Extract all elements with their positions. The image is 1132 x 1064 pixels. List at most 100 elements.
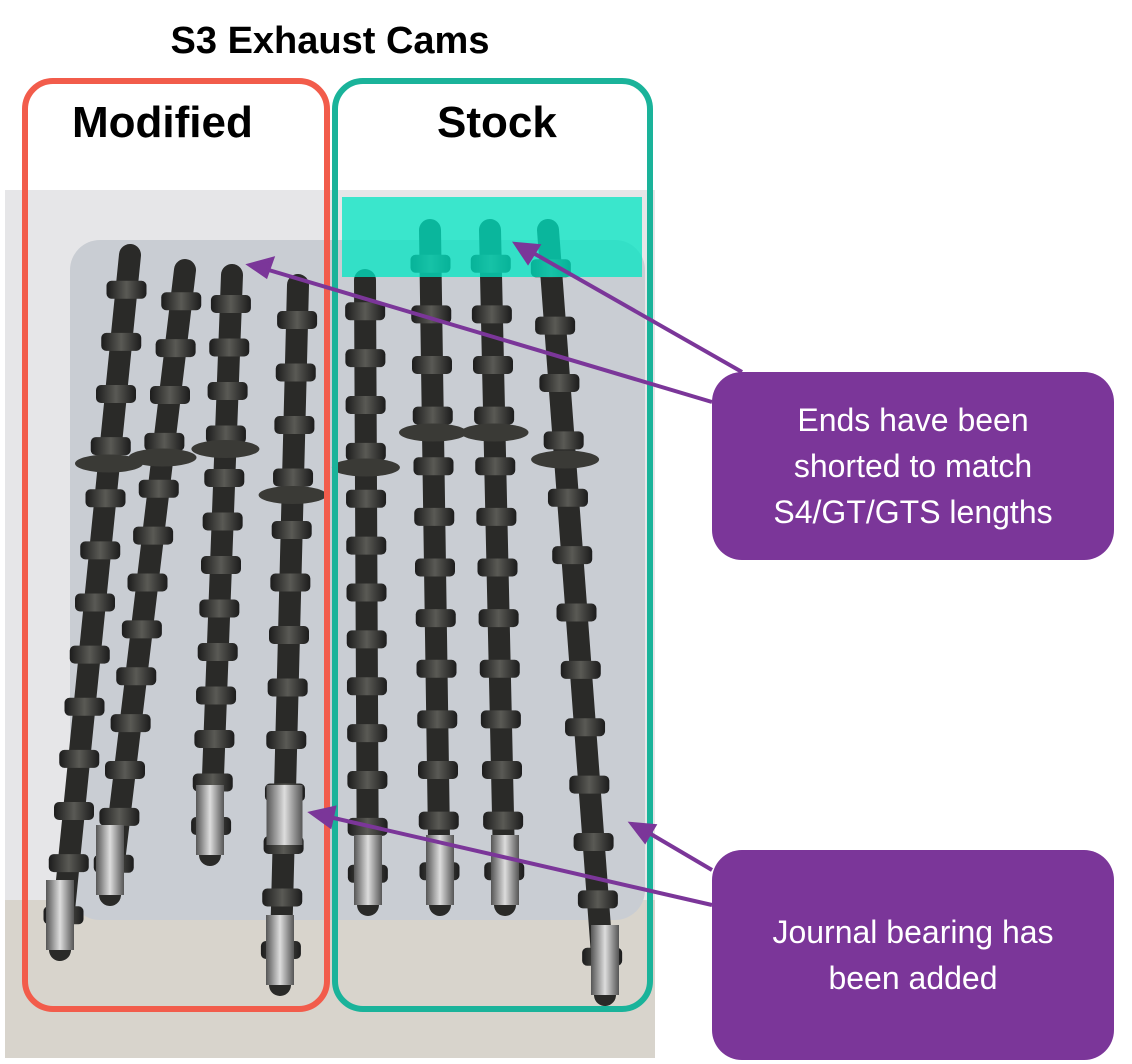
cam-lobe <box>412 356 452 374</box>
cam-lobe <box>477 558 518 577</box>
cam-lobe <box>475 457 516 476</box>
cam-lobe <box>99 807 140 826</box>
cam-lobe <box>54 802 94 820</box>
cam-lobe <box>262 888 303 907</box>
cam-lobe <box>271 521 312 539</box>
cam-lobe <box>210 295 251 313</box>
cam-lobe <box>412 406 453 425</box>
cam-lobe <box>85 489 126 508</box>
cam-lobe <box>413 457 454 476</box>
cam-lobe <box>411 305 452 324</box>
cam-lobe <box>204 469 245 487</box>
cam-lobe <box>59 749 100 768</box>
arrow-ends-stock <box>527 248 743 374</box>
cam-lobe <box>556 603 597 622</box>
cam-lobe <box>417 710 458 729</box>
cam-lobe <box>90 437 131 456</box>
cam-lobe <box>347 724 388 743</box>
cam-lobe <box>482 761 522 779</box>
callout-line: Journal bearing has <box>772 914 1054 950</box>
arrowhead <box>245 256 276 280</box>
added-journal-bearing <box>266 785 303 845</box>
shaft-end <box>426 835 454 905</box>
cam-lobe <box>346 536 387 555</box>
stock-end-highlight <box>342 197 642 277</box>
cam-lobe <box>577 890 618 909</box>
shaft-end <box>266 915 294 985</box>
cam-lobe <box>80 541 121 560</box>
cam-lobe <box>415 609 456 628</box>
cam-lobe <box>127 573 168 592</box>
sprocket <box>258 486 327 504</box>
cam-lobe <box>535 316 576 335</box>
cam-lobe <box>345 302 386 321</box>
cam-lobe <box>205 425 246 444</box>
callout-journal-bearing: Journal bearing has been added <box>712 850 1114 1060</box>
cam-lobe <box>138 479 179 498</box>
cam-lobe <box>199 599 240 618</box>
sprocket <box>399 423 467 442</box>
cam-lobe <box>121 620 162 639</box>
cam-lobe <box>277 311 318 329</box>
cam-lobe <box>202 512 243 531</box>
modified-label: Modified <box>72 98 253 147</box>
stock-group-box <box>332 78 653 1012</box>
cam-lobe <box>144 432 185 451</box>
cam-lobe <box>346 630 387 649</box>
callout-arrows <box>245 241 743 907</box>
cam-lobe <box>101 332 142 351</box>
arrowhead <box>307 805 337 830</box>
cam-lobe <box>345 442 386 461</box>
sprocket <box>75 454 143 473</box>
cam-lobe <box>269 626 309 644</box>
shaft-end <box>491 835 519 905</box>
sprocket <box>128 448 197 467</box>
cam-lobe <box>565 718 606 737</box>
cam-lobe <box>478 609 519 628</box>
cam-lobe <box>116 667 157 686</box>
figure-title: S3 Exhaust Cams <box>170 20 490 62</box>
arrow-journal-modified <box>324 814 713 907</box>
shaft-end <box>46 880 74 950</box>
cam-lobe <box>201 556 241 574</box>
callout-line: Ends have been <box>797 402 1029 438</box>
shaft-end <box>354 835 382 905</box>
cam-lobe <box>547 488 588 507</box>
cam-lobe <box>207 382 248 400</box>
cam-lobe <box>573 833 614 851</box>
cam-lobe <box>345 349 386 368</box>
stock-label: Stock <box>437 98 557 147</box>
arrow-ends-modified <box>261 266 713 404</box>
cam-lobe <box>110 714 151 733</box>
cam-lobe <box>415 558 455 577</box>
cam-lobe <box>274 416 315 434</box>
cam-lobe <box>196 686 237 705</box>
cam-lobe <box>96 385 136 403</box>
cam-lobe <box>267 678 308 697</box>
cam-lobe <box>543 431 584 450</box>
sprocket <box>191 440 260 458</box>
cam-lobe <box>347 771 388 789</box>
sprocket <box>531 450 600 469</box>
cam-lobe <box>346 677 387 696</box>
cam-lobe <box>194 730 235 748</box>
cam-lobe <box>133 526 174 545</box>
callout-line: S4/GT/GTS lengths <box>773 494 1053 530</box>
cam-lobe <box>345 396 386 414</box>
cam-lobe <box>418 811 459 830</box>
arrow-journal-stock <box>642 828 714 872</box>
modified-group-box <box>22 78 330 1012</box>
cam-lobe <box>552 546 593 565</box>
cam-lobe <box>275 363 316 382</box>
cam-lobe <box>346 489 387 508</box>
cam-lobe <box>473 356 513 374</box>
cam-lobe <box>273 468 314 487</box>
cam-lobe <box>75 593 115 612</box>
cam-lobe <box>480 710 521 729</box>
cam-lobe <box>266 731 307 749</box>
cam-lobe <box>346 583 387 602</box>
cam-lobe <box>155 339 196 358</box>
cam-lobe <box>569 775 610 794</box>
arrowhead <box>627 821 658 845</box>
